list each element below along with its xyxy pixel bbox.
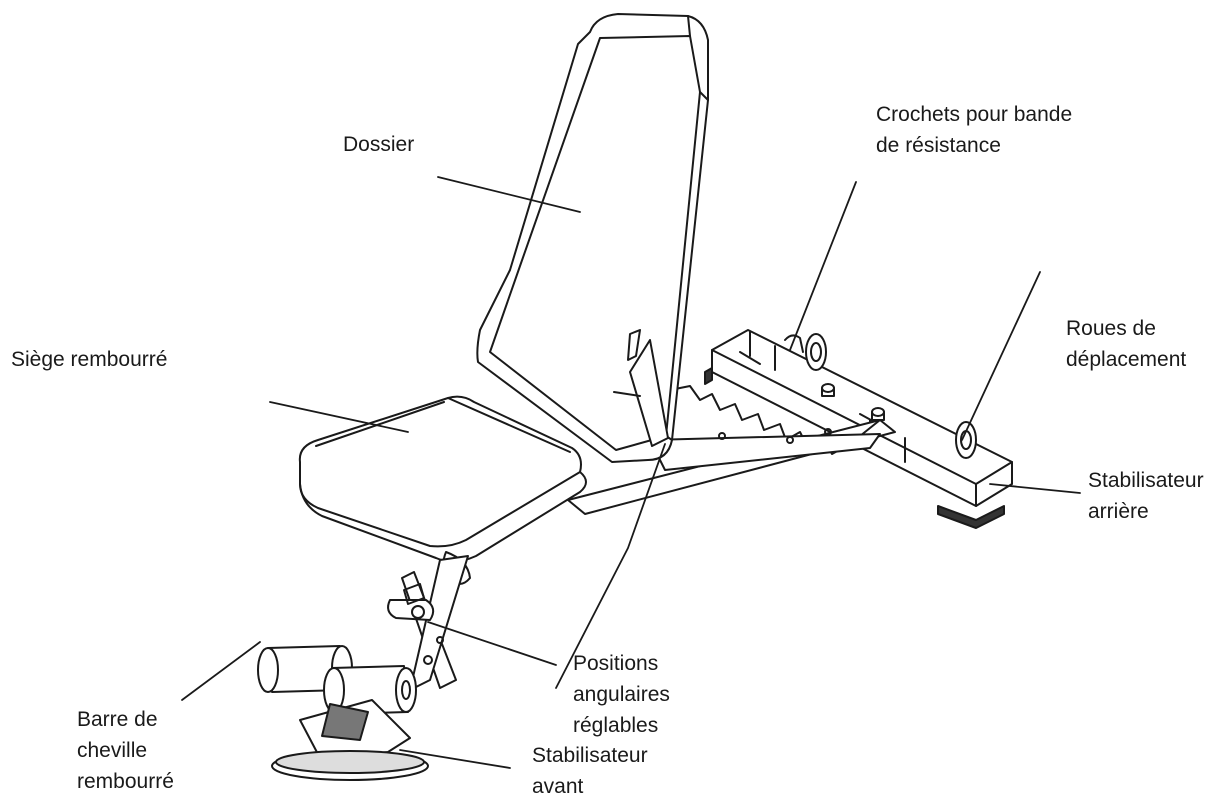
front-foot [271,699,429,781]
label-barre: Barre de cheville rembourré [77,704,174,797]
leader-lines [181,176,1081,769]
knobs [821,383,885,421]
label-positions: Positions angulaires réglables [573,648,670,741]
backrest-strut [613,339,669,447]
leader-barre [181,641,261,701]
label-siege-line: Siège rembourré [11,348,168,371]
main-frame [567,385,896,515]
transport-wheel-rear [955,421,977,459]
leader-stab-avant [399,749,511,769]
label-positions-line-1: Positions [573,652,659,675]
label-roues: Roues de déplacement [1066,313,1186,375]
label-barre-line-1: Barre de [77,708,158,731]
rear-beam [704,329,1013,529]
label-dossier: Dossier [343,129,414,160]
leader-dossier [437,176,581,213]
leader-positions-a [555,443,666,689]
label-stab-arriere-line-2: arrière [1088,500,1149,523]
backrest [476,13,709,463]
transport-wheel-front [784,333,827,371]
label-crochets-line-1: Crochets pour bande [876,103,1073,126]
label-stab-avant-line-1: Stabilisateur [532,744,648,767]
label-barre-line-2: cheville [77,739,148,762]
front-leg [387,555,469,691]
label-stab-arriere: Stabilisateur arrière [1088,465,1204,527]
label-stab-avant-line-2: avant [532,775,584,798]
leader-crochets [789,181,857,351]
leader-siege [269,401,409,433]
label-positions-line-2: angulaires [573,683,670,706]
label-stab-avant: Stabilisateur avant [532,740,648,802]
label-barre-line-3: rembourré [77,770,174,793]
label-roues-line-2: déplacement [1066,348,1187,371]
leader-roues [961,271,1041,441]
label-crochets: Crochets pour bande de résistance [876,99,1072,161]
ankle-pad-right [323,665,417,715]
label-siege: Siège rembourré [11,344,167,375]
label-stab-arriere-line-1: Stabilisateur [1088,469,1204,492]
leader-stab-arriere [989,483,1081,494]
label-dossier-line: Dossier [343,133,415,156]
leader-positions-b [427,621,557,666]
label-positions-line-3: réglables [573,714,659,737]
label-crochets-line-2: de résistance [876,134,1001,157]
label-roues-line-1: Roues de [1066,317,1156,340]
seat-pad [298,395,587,585]
